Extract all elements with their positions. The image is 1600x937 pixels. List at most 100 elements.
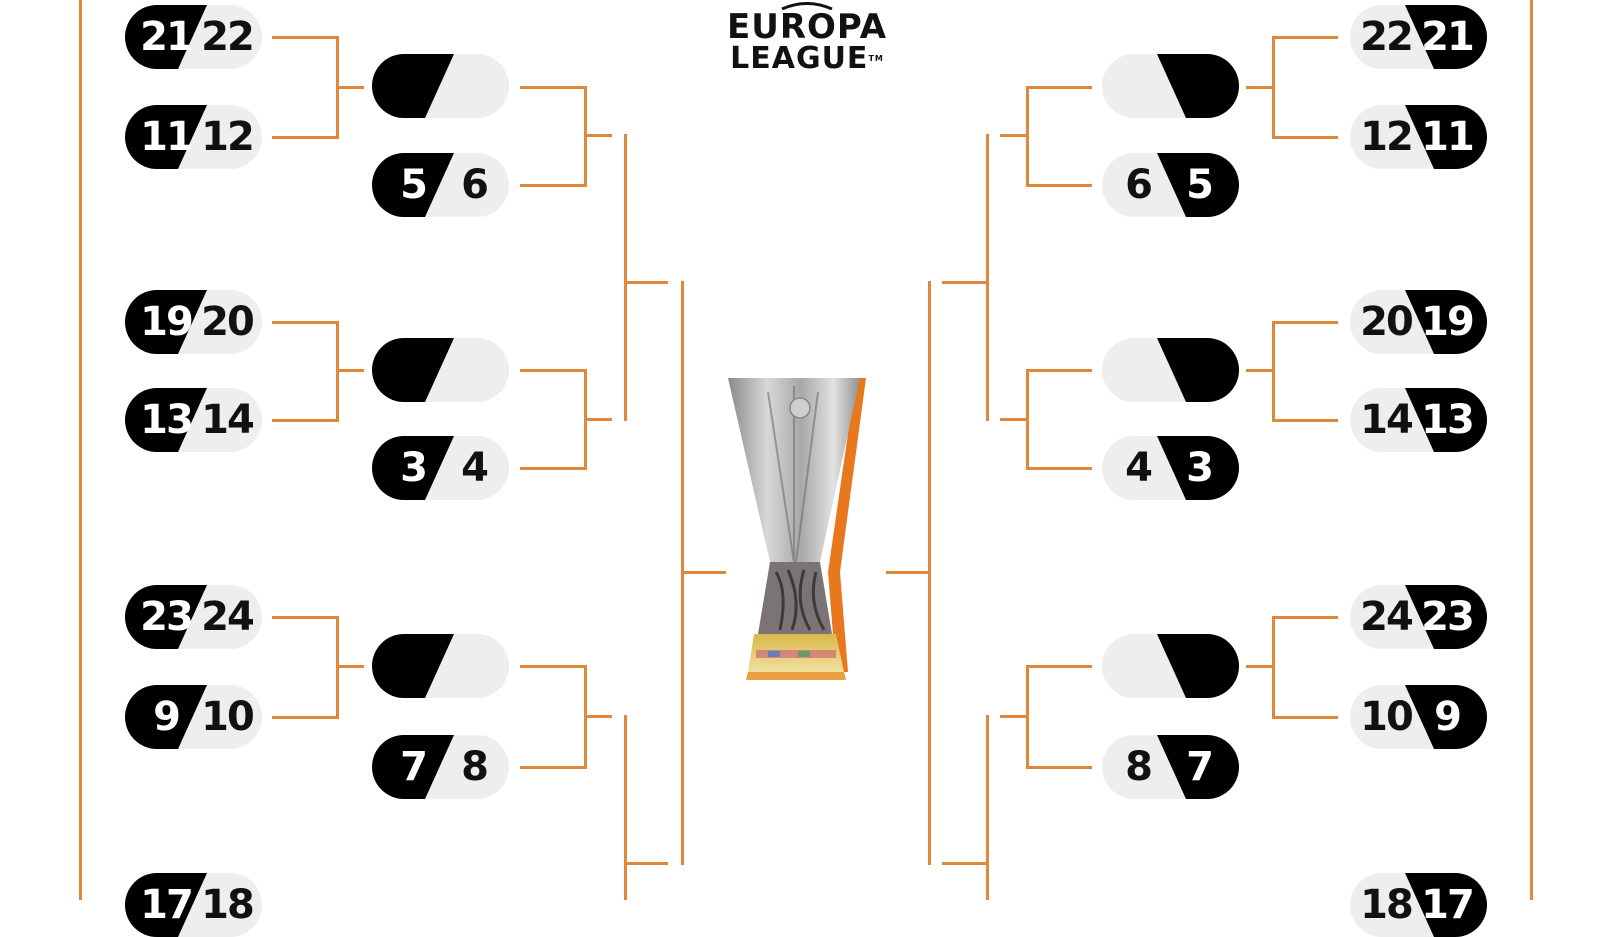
matchup-pill[interactable]: 10 9 — [1350, 685, 1487, 749]
connector — [520, 369, 586, 372]
seed-dark: 9 — [153, 694, 181, 740]
seed-dark: 17 — [140, 882, 194, 928]
matchup-pill-empty[interactable] — [372, 54, 509, 118]
matchup-pill[interactable]: 24 23 — [1350, 585, 1487, 649]
seed-light: 4 — [1125, 445, 1153, 491]
matchup-pill[interactable]: 11 12 — [125, 105, 262, 169]
connector — [336, 86, 364, 89]
matchup-pill[interactable]: 5 6 — [372, 153, 509, 217]
seed-light: 12 — [1360, 114, 1414, 160]
connector — [1026, 184, 1092, 187]
matchup-pill-empty[interactable] — [372, 634, 509, 698]
connector — [272, 716, 338, 719]
seed-dark — [376, 338, 450, 402]
seed-light: 18 — [1360, 882, 1414, 928]
matchup-pill[interactable]: 18 17 — [1350, 873, 1487, 937]
connector — [1026, 467, 1092, 470]
connector — [272, 136, 338, 139]
seed-light: 10 — [1360, 694, 1414, 740]
connector — [942, 862, 988, 865]
pill-shape — [1102, 436, 1239, 500]
matchup-pill[interactable]: 21 22 — [125, 5, 262, 69]
seed-dark: 17 — [1421, 882, 1475, 928]
matchup-pill[interactable]: 9 10 — [125, 685, 262, 749]
connector — [1272, 716, 1338, 719]
pill-shape — [372, 436, 509, 500]
matchup-pill[interactable]: 7 8 — [372, 735, 509, 799]
seed-dark: 3 — [1186, 445, 1214, 491]
seed-light: 14 — [201, 397, 255, 443]
matchup-pill[interactable]: 13 14 — [125, 388, 262, 452]
matchup-pill-empty[interactable] — [1102, 634, 1239, 698]
connector — [1246, 86, 1274, 89]
matchup-pill[interactable]: 8 7 — [1102, 735, 1239, 799]
connector — [624, 715, 627, 900]
seed-dark: 21 — [1421, 14, 1475, 60]
seed-light: 22 — [1360, 14, 1414, 60]
seed-light: 24 — [201, 594, 255, 640]
connector — [520, 766, 586, 769]
seed-light: 20 — [201, 299, 255, 345]
matchup-pill-empty[interactable] — [1102, 338, 1239, 402]
seed-light — [442, 338, 506, 402]
seed-light: 20 — [1360, 299, 1414, 345]
europa-league-trophy-icon — [728, 378, 866, 680]
matchup-pill-empty[interactable] — [1102, 54, 1239, 118]
connector — [1272, 136, 1338, 139]
left-border-line — [79, 0, 82, 900]
connector — [986, 715, 989, 900]
matchup-pill[interactable]: 17 18 — [125, 873, 262, 937]
pill-shape — [372, 153, 509, 217]
seed-light — [442, 54, 506, 118]
matchup-pill[interactable]: 22 21 — [1350, 5, 1487, 69]
pill-shape — [372, 634, 509, 698]
pill-shape — [372, 338, 509, 402]
connector — [272, 419, 338, 422]
matchup-pill[interactable]: 4 3 — [1102, 436, 1239, 500]
connector — [520, 665, 586, 668]
seed-dark: 13 — [140, 397, 194, 443]
seed-light — [1106, 338, 1170, 402]
matchup-pill[interactable]: 6 5 — [1102, 153, 1239, 217]
connector — [272, 36, 338, 39]
matchup-pill-empty[interactable] — [372, 338, 509, 402]
connector — [1272, 419, 1338, 422]
seed-dark: 5 — [1186, 162, 1214, 208]
pill-shape — [372, 54, 509, 118]
seed-dark — [1162, 634, 1236, 698]
seed-light: 22 — [201, 14, 255, 60]
seed-dark — [1162, 54, 1236, 118]
seed-dark — [376, 54, 450, 118]
seed-dark: 13 — [1421, 397, 1475, 443]
matchup-pill[interactable]: 3 4 — [372, 436, 509, 500]
pill-shape — [1350, 5, 1487, 69]
connector — [1272, 616, 1338, 619]
connector — [520, 467, 586, 470]
seed-light: 4 — [461, 445, 489, 491]
seed-light: 8 — [461, 744, 489, 790]
pill-shape — [125, 388, 262, 452]
matchup-pill[interactable]: 12 11 — [1350, 105, 1487, 169]
matchup-pill[interactable]: 19 20 — [125, 290, 262, 354]
connector — [1026, 86, 1092, 89]
connector — [336, 665, 364, 668]
connector — [1246, 369, 1274, 372]
seed-light: 18 — [201, 882, 255, 928]
pill-shape — [125, 105, 262, 169]
matchup-pill[interactable]: 23 24 — [125, 585, 262, 649]
trophy-icon — [728, 372, 888, 690]
connector — [1272, 321, 1338, 324]
seed-dark: 3 — [400, 445, 428, 491]
connector — [272, 616, 338, 619]
logo-line-europa: EUROPA — [726, 7, 888, 47]
connector — [1246, 665, 1274, 668]
pill-shape — [1350, 585, 1487, 649]
seed-dark: 7 — [400, 744, 428, 790]
connector — [584, 134, 612, 137]
connector — [584, 418, 612, 421]
matchup-pill[interactable]: 20 19 — [1350, 290, 1487, 354]
pill-shape — [125, 5, 262, 69]
matchup-pill[interactable]: 14 13 — [1350, 388, 1487, 452]
trademark: TM — [868, 54, 884, 63]
seed-light: 10 — [201, 694, 255, 740]
